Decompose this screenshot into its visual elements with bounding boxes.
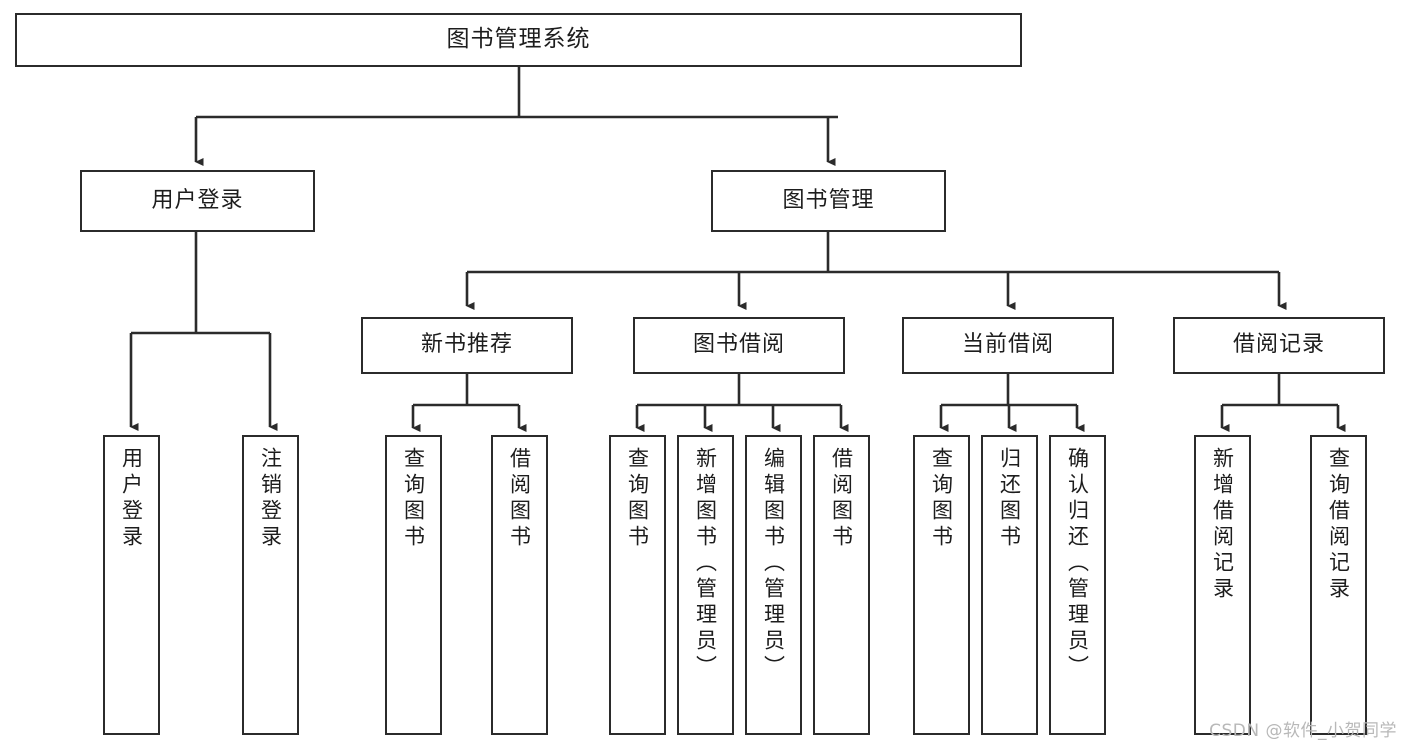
node-label: 查询图书 xyxy=(401,447,426,551)
leaf-query-borrow-record[interactable]: 查询借阅记录 xyxy=(1310,435,1367,735)
node-label: 查询图书 xyxy=(929,447,954,551)
node-label: 查询借阅记录 xyxy=(1326,447,1351,603)
leaf-borrow-book-recommend[interactable]: 借阅图书 xyxy=(491,435,548,735)
leaf-add-book-admin[interactable]: 新增图书（管理员） xyxy=(677,435,734,735)
node-label: 确认归还（管理员） xyxy=(1065,447,1090,681)
node-label: 查询图书 xyxy=(625,447,650,551)
node-label: 注销登录 xyxy=(258,447,283,551)
leaf-edit-book-admin[interactable]: 编辑图书（管理员） xyxy=(745,435,802,735)
node-new-book-recommend[interactable]: 新书推荐 xyxy=(361,317,573,374)
csdn-watermark: CSDN @软件_小贺同学 xyxy=(1209,721,1397,741)
node-label: 用户登录 xyxy=(151,187,244,213)
node-label: 借阅图书 xyxy=(507,447,532,551)
node-label: 用户登录 xyxy=(119,447,144,551)
leaf-borrow-book[interactable]: 借阅图书 xyxy=(813,435,870,735)
node-book-management[interactable]: 图书管理 xyxy=(711,170,946,232)
node-label: 图书管理 xyxy=(782,187,875,213)
leaf-query-book-borrow[interactable]: 查询图书 xyxy=(609,435,666,735)
node-label: 新增图书（管理员） xyxy=(693,447,718,681)
leaf-query-book-current[interactable]: 查询图书 xyxy=(913,435,970,735)
leaf-query-book-recommend[interactable]: 查询图书 xyxy=(385,435,442,735)
leaf-logout-login[interactable]: 注销登录 xyxy=(242,435,299,735)
leaf-add-borrow-record[interactable]: 新增借阅记录 xyxy=(1194,435,1251,735)
leaf-confirm-return-admin[interactable]: 确认归还（管理员） xyxy=(1049,435,1106,735)
node-current-borrow[interactable]: 当前借阅 xyxy=(902,317,1114,374)
node-label: 新增借阅记录 xyxy=(1210,447,1235,603)
node-book-borrow[interactable]: 图书借阅 xyxy=(633,317,845,374)
node-label: 图书借阅 xyxy=(692,332,785,358)
node-root-book-management-system[interactable]: 图书管理系统 xyxy=(15,13,1022,67)
node-label: 编辑图书（管理员） xyxy=(761,447,786,681)
node-label: 归还图书 xyxy=(997,447,1022,551)
node-borrow-record[interactable]: 借阅记录 xyxy=(1173,317,1385,374)
node-label: 借阅图书 xyxy=(829,447,854,551)
node-label: 新书推荐 xyxy=(420,332,513,358)
leaf-return-book[interactable]: 归还图书 xyxy=(981,435,1038,735)
node-label: 当前借阅 xyxy=(961,332,1054,358)
node-label: 借阅记录 xyxy=(1232,332,1325,358)
node-label: 图书管理系统 xyxy=(446,26,591,53)
leaf-user-login[interactable]: 用户登录 xyxy=(103,435,160,735)
node-user-login[interactable]: 用户登录 xyxy=(80,170,315,232)
